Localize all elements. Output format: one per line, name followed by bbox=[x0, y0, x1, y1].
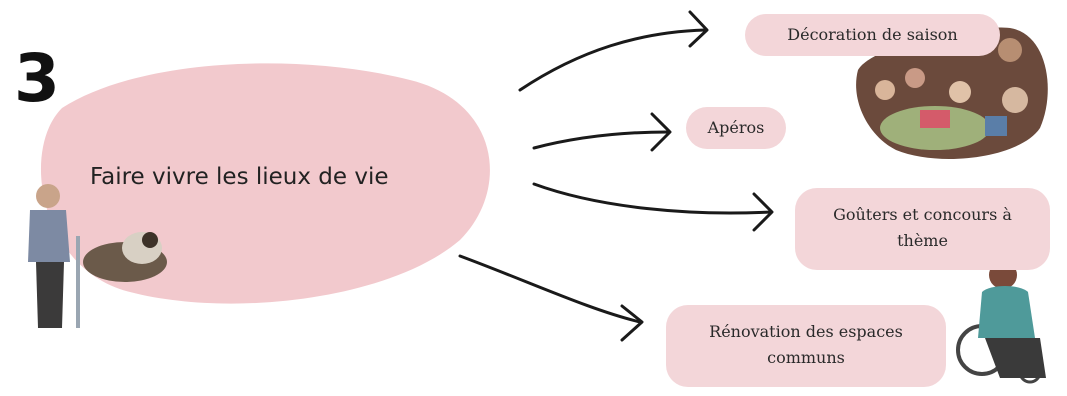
arrow-to-decoration bbox=[518, 28, 707, 92]
central-topic: Faire vivre les lieux de vie bbox=[90, 164, 389, 190]
item-aperos: Apéros bbox=[686, 107, 786, 149]
photo-woman-wheelchair bbox=[956, 261, 1046, 384]
arrow-to-gouters bbox=[532, 182, 772, 215]
arrow-to-renovation bbox=[458, 254, 642, 324]
photo-group-decorating bbox=[856, 27, 1048, 159]
arrow-to-aperos bbox=[532, 130, 670, 150]
photo-woman-with-dog bbox=[28, 184, 167, 328]
item-renovation: Rénovation des espaces communs bbox=[666, 305, 946, 387]
item-gouters: Goûters et concours à thème bbox=[795, 188, 1050, 270]
item-decoration: Décoration de saison bbox=[745, 14, 1000, 56]
arrowhead-gouters bbox=[752, 192, 774, 232]
arrowhead-decoration bbox=[688, 10, 709, 48]
arrowhead-aperos bbox=[650, 112, 672, 152]
arrowhead-renovation bbox=[620, 304, 644, 342]
section-number: 3 bbox=[14, 40, 60, 117]
